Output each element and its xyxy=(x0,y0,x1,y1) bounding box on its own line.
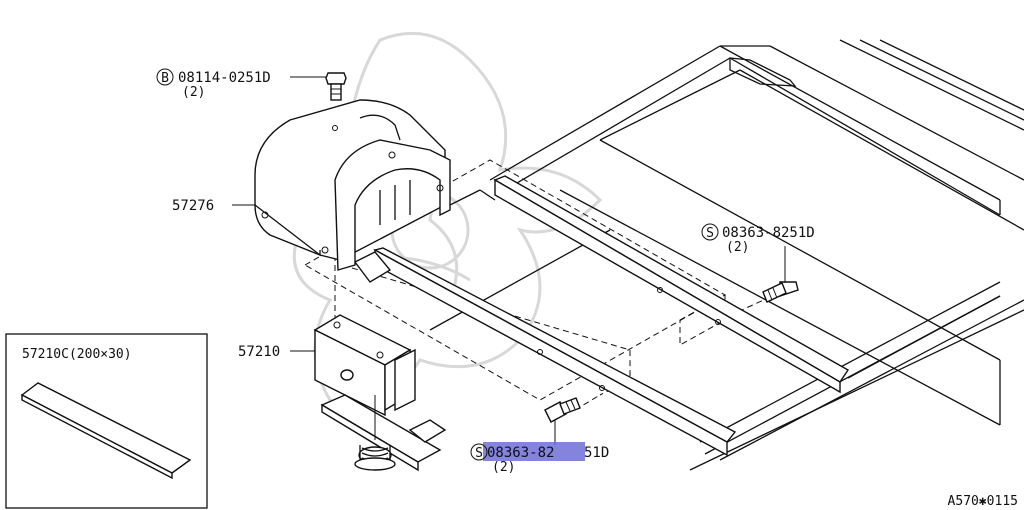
callout-marker-b: B xyxy=(161,71,169,86)
part-label-bracket: 57210 xyxy=(238,344,280,360)
vehicle-floor-frame xyxy=(429,39,1024,471)
cover-57276 xyxy=(254,99,451,271)
part-number-08363-right: 08363-8251D xyxy=(722,225,815,241)
screw-right xyxy=(762,281,799,303)
part-number-08114: 08114-0251D xyxy=(178,70,271,86)
quantity-label: (2) xyxy=(182,85,205,100)
callout-marker-s: S xyxy=(706,226,714,241)
bolt-08114 xyxy=(325,72,347,101)
part-number-08363-bottom-rest: 51D xyxy=(584,445,609,461)
rail xyxy=(353,175,850,457)
part-number-08363-bottom-highlighted: 08363-82 xyxy=(487,445,554,461)
pad-inset: 57210C(200×30) xyxy=(5,333,208,509)
part-label-pad: 57210C(200×30) xyxy=(22,347,132,362)
callout-screw-bottom: S 08363-82 51D (2) xyxy=(470,443,609,475)
callout-marker-s: S xyxy=(475,446,483,461)
bracket-57210 xyxy=(313,314,447,472)
callout-screw-right: S 08363-8251D (2) xyxy=(701,223,815,255)
highlight-box xyxy=(483,442,585,461)
screw-bottom xyxy=(544,397,581,423)
part-label-cover: 57276 xyxy=(172,198,214,214)
figure-code: A570✱0115 xyxy=(948,494,1018,509)
quantity-label: (2) xyxy=(726,240,749,255)
leader-lines xyxy=(232,76,786,445)
quantity-label: (2) xyxy=(492,460,515,475)
callout-bolt-top: B 08114-0251D (2) xyxy=(156,68,271,100)
